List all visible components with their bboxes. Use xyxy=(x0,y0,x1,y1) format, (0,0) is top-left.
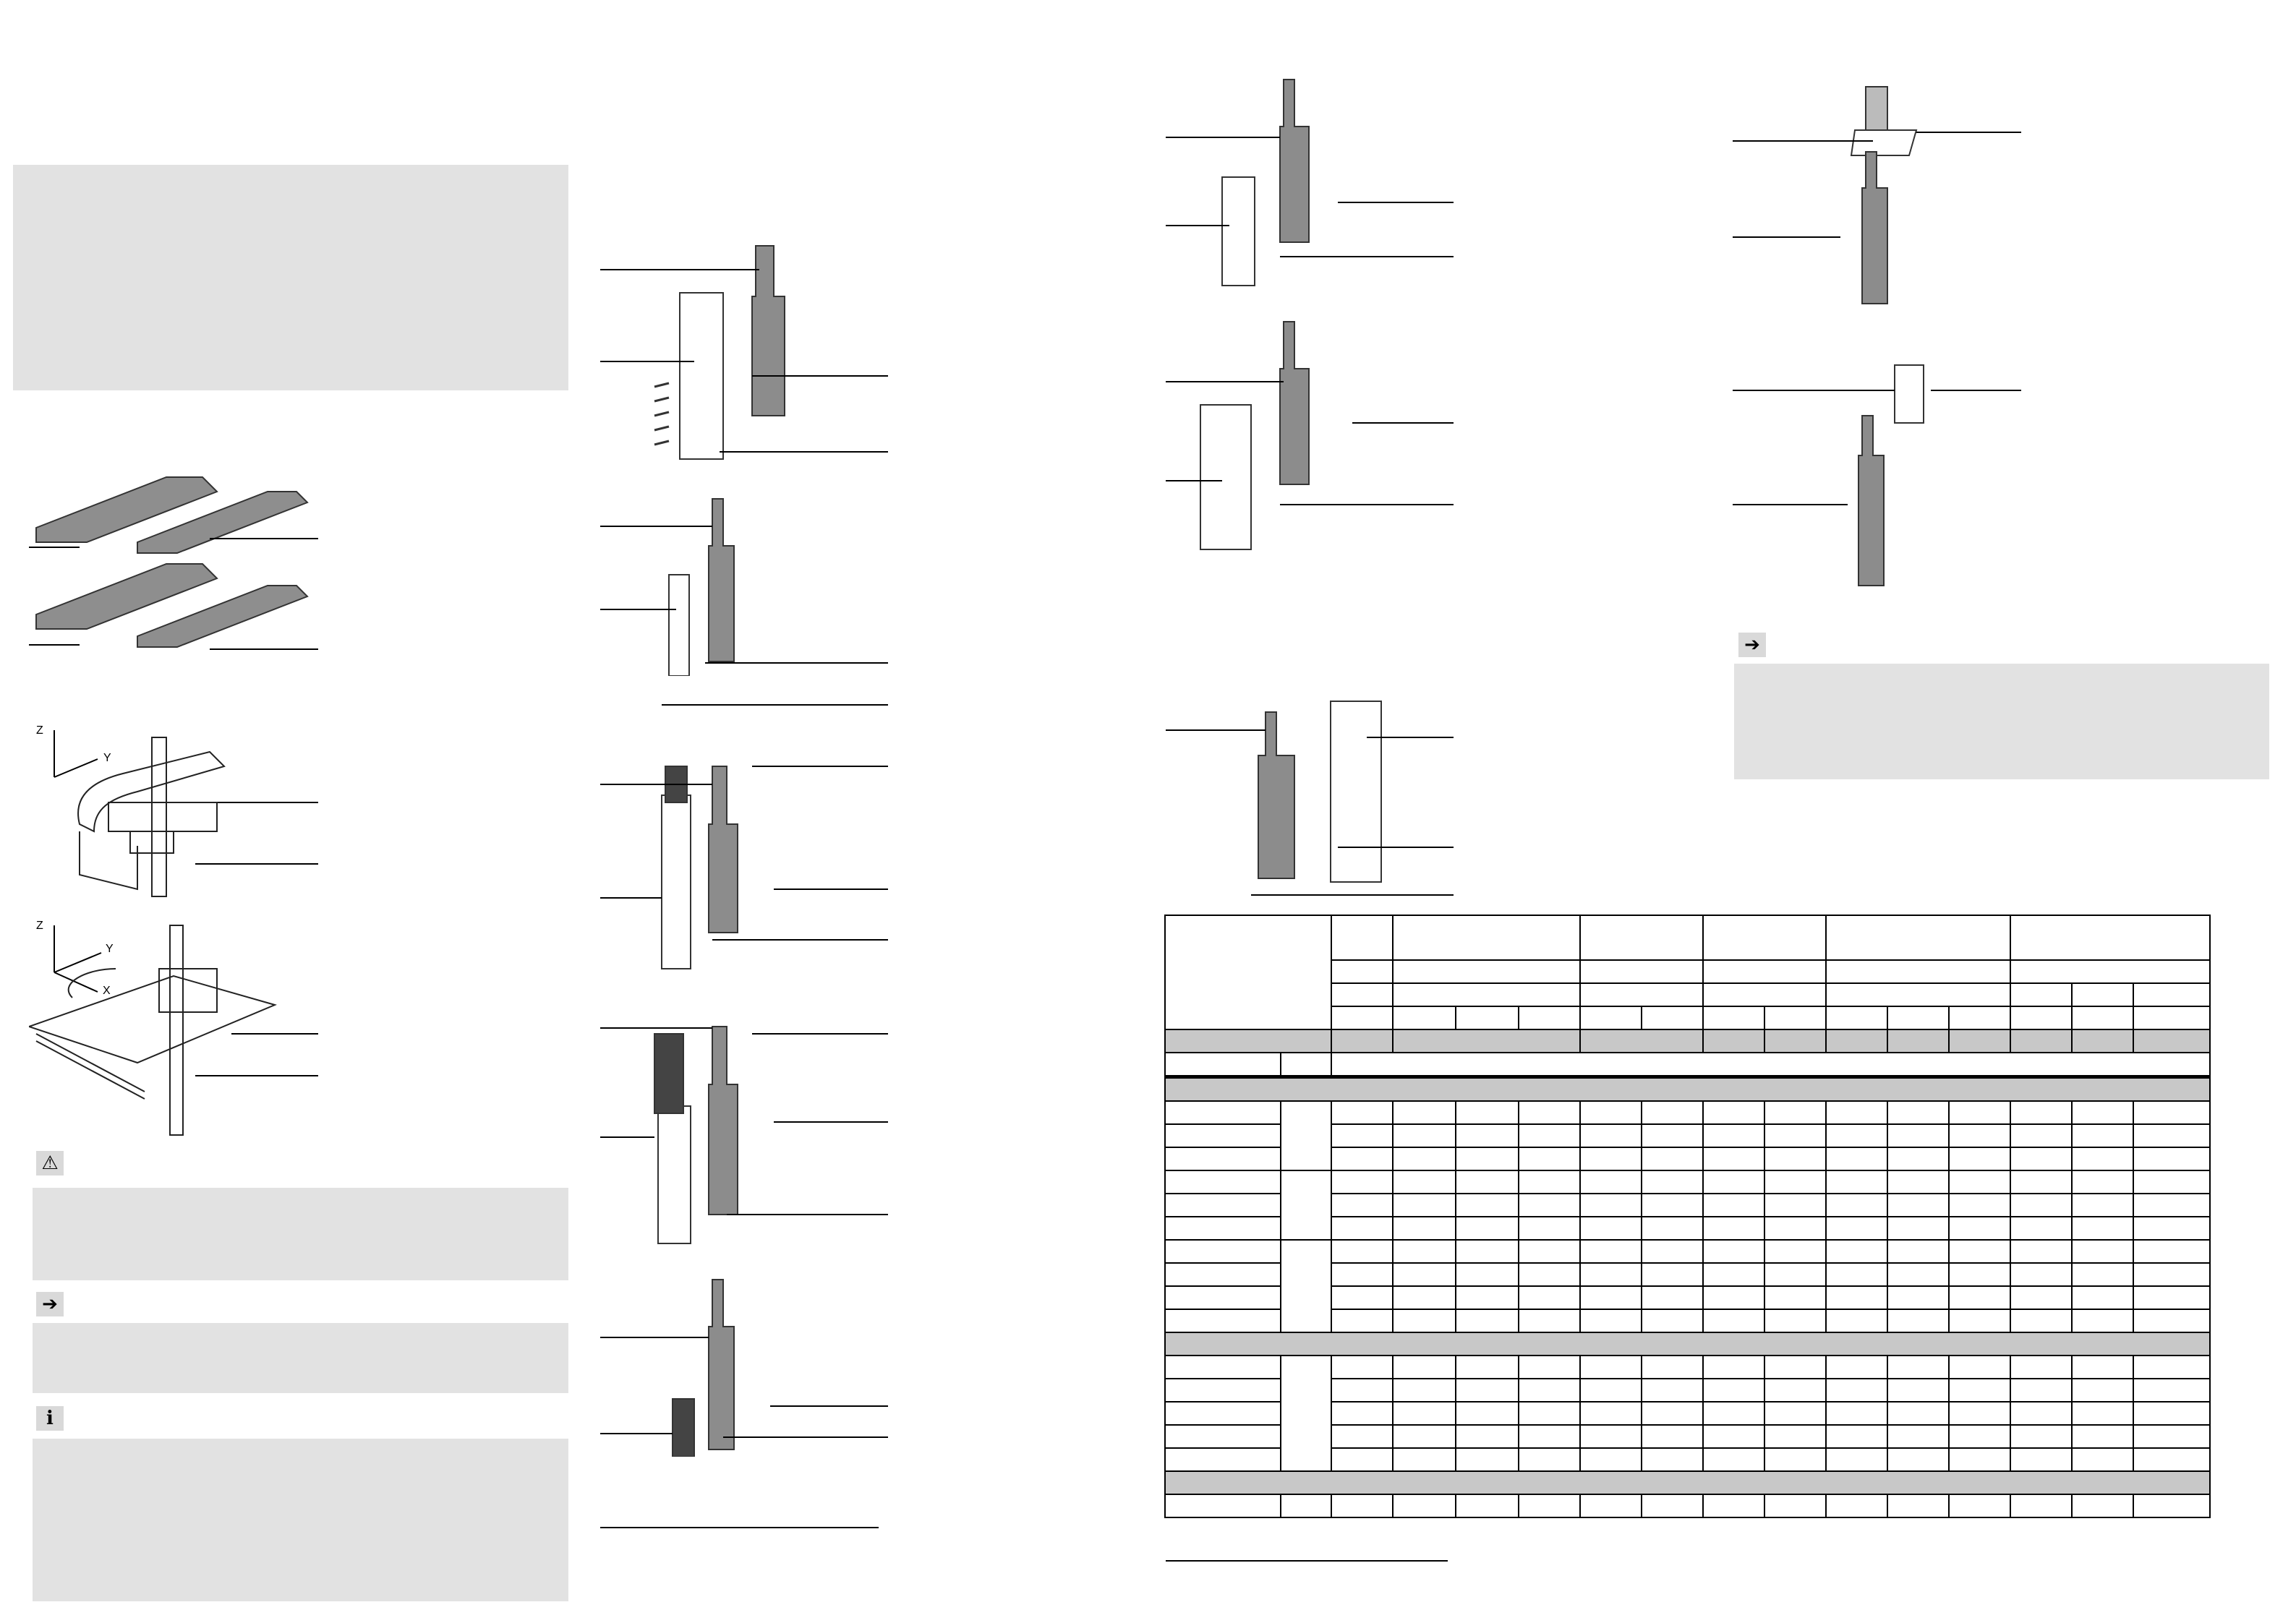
mounting-illustration-4 xyxy=(644,1005,788,1251)
gantry-illustration-yz xyxy=(65,723,231,911)
table-header-row xyxy=(1165,959,2211,984)
table-header-row xyxy=(1164,915,2211,1030)
mounting-illustration-5 xyxy=(665,1276,781,1457)
table-row xyxy=(1164,1123,2211,1148)
table-row xyxy=(1164,1193,2211,1217)
arrow-right-icon: ➔ xyxy=(1738,633,1766,657)
mounting-illustration-6 xyxy=(1200,76,1360,293)
table-section-row xyxy=(1164,1332,2211,1356)
table-row xyxy=(1164,1262,2211,1287)
table-row xyxy=(1164,1216,2211,1241)
note-text-panel xyxy=(33,1323,568,1393)
info-icon: i xyxy=(36,1406,64,1431)
table-row xyxy=(1164,1378,2211,1403)
mounting-illustration-2 xyxy=(651,495,767,676)
gantry-illustration-xyz xyxy=(29,918,289,1142)
table-row xyxy=(1164,1424,2211,1449)
table-row xyxy=(1164,1447,2211,1472)
table-row xyxy=(1164,1239,2211,1333)
intro-text-panel xyxy=(13,165,568,390)
table-section-row xyxy=(1164,1075,2211,1102)
axis-y-label: Y xyxy=(103,752,111,764)
specification-table xyxy=(1164,915,2211,1518)
footnote-rule xyxy=(1166,1560,1448,1562)
info-text-panel xyxy=(33,1439,568,1601)
arrow-right-icon: ➔ xyxy=(36,1292,64,1316)
table-row xyxy=(1164,1401,2211,1426)
mounting-illustration-10 xyxy=(1822,361,1938,593)
axis-y-label: Y xyxy=(106,943,114,955)
mounting-illustration-1 xyxy=(651,242,810,466)
table-row xyxy=(1164,1285,2211,1310)
warning-triangle-icon: ⚠ xyxy=(36,1151,64,1176)
table-row xyxy=(1164,1029,2211,1053)
mounting-illustration-3 xyxy=(644,737,788,976)
table-section-row xyxy=(1164,1470,2211,1495)
table-row xyxy=(1164,1494,2211,1518)
table-row xyxy=(1164,1309,2211,1333)
axis-x-label: X xyxy=(103,985,111,997)
footnote-rule xyxy=(600,1527,879,1528)
table-row xyxy=(1164,1100,2211,1171)
table-row xyxy=(1164,1052,2211,1078)
axis-z-label: Z xyxy=(36,724,43,737)
mounting-illustration-7 xyxy=(1186,318,1374,557)
mounting-illustration-9 xyxy=(1822,80,1938,311)
mounting-illustration-8 xyxy=(1215,698,1403,893)
warning-text-panel xyxy=(33,1188,568,1280)
adapter-plates-illustration xyxy=(22,463,325,694)
note-text-panel-2 xyxy=(1734,664,2269,779)
table-header-row xyxy=(1165,1006,2211,1030)
table-row xyxy=(1164,1355,2211,1472)
table-header-row xyxy=(1165,982,2211,1007)
table-row xyxy=(1164,1147,2211,1171)
axis-z-label: Z xyxy=(36,920,43,932)
table-row xyxy=(1164,1170,2211,1241)
